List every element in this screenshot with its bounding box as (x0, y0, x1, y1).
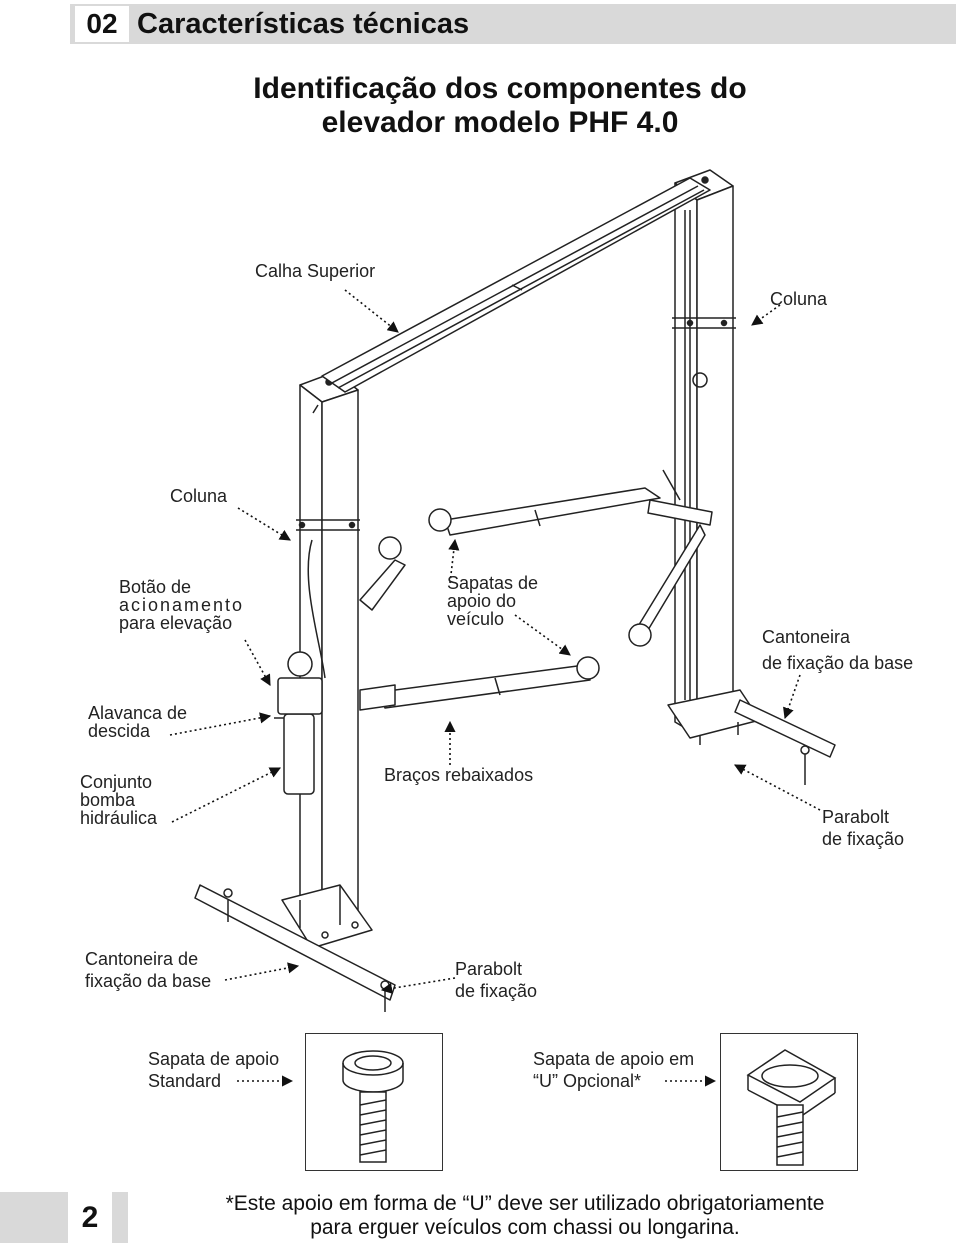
label-base-angle-right: Cantoneira de fixação da base (762, 628, 913, 672)
label-release-lever-line-1: Alavanca de (88, 703, 188, 723)
standard-pad-frame (305, 1033, 443, 1171)
label-standard-pad: Sapata de apoio Standard (148, 1050, 279, 1090)
page-title-line-1: Identificação dos componentes do (253, 72, 747, 105)
label-base-angle-left-line-1: Cantoneira de (85, 949, 199, 969)
label-anchor-right-line-2: de fixação (822, 829, 905, 849)
top-rail (321, 177, 711, 393)
label-u-pad-line-2: “U” Opcional* (533, 1071, 642, 1091)
hydraulic-pump (274, 539, 326, 795)
label-vehicle-pads: Sapatas de apoio do veículo (447, 574, 538, 628)
label-low-arms: Braços rebaixados (384, 765, 534, 785)
label-column-left: Coluna (170, 486, 228, 506)
standard-pad-drawing (342, 1050, 404, 1163)
label-vehicle-pads-line-3: veículo (447, 609, 505, 629)
left-base-plate (281, 884, 373, 949)
u-pad-drawing (746, 1049, 837, 1166)
label-anchor-right-line-1: Parabolt (822, 807, 890, 827)
label-top-rail: Calha Superior (255, 261, 376, 281)
label-vehicle-pads-line-2: apoio do (447, 591, 517, 611)
label-lift-button-line-1: Botão de (119, 577, 192, 597)
label-hydraulic-pump-line-3: hidráulica (80, 808, 158, 828)
label-anchor-left-line-2: de fixação (455, 981, 538, 1001)
label-vehicle-pads-line-1: Sapatas de (447, 573, 539, 593)
label-column-right: Coluna (770, 289, 828, 309)
section-title: Características técnicas (137, 8, 470, 40)
label-hydraulic-pump-line-1: Conjunto (80, 772, 153, 792)
lower-arms (359, 536, 600, 711)
footnote: *Este apoio em forma de “U” deve ser uti… (200, 1192, 850, 1240)
label-base-angle-right-line-1: Cantoneira (762, 627, 851, 647)
leader-lines (169, 289, 821, 1087)
label-lift-button: Botão de acionamento para elevação (119, 578, 244, 632)
label-anchor-right: Parabolt de fixação (822, 808, 904, 848)
label-u-pad: Sapata de apoio em “U” Opcional* (533, 1050, 694, 1090)
label-standard-pad-line-1: Sapata de apoio (148, 1049, 280, 1069)
label-lift-button-line-2: acionamento (119, 595, 245, 615)
section-number: 02 (75, 6, 129, 42)
label-release-lever-line-2: descida (88, 721, 151, 741)
label-base-angle-left-line-2: fixação da base (85, 971, 212, 991)
page-title: Identificação dos componentes do elevado… (200, 72, 800, 140)
label-release-lever: Alavanca de descida (88, 704, 187, 740)
label-u-pad-line-1: Sapata de apoio em (533, 1049, 695, 1069)
label-base-angle-right-line-2: de fixação da base (762, 653, 914, 673)
label-lift-button-line-3: para elevação (119, 613, 233, 633)
right-column (672, 169, 736, 736)
upper-arms (428, 469, 713, 647)
u-pad-frame (720, 1033, 858, 1171)
label-hydraulic-pump-line-2: bomba (80, 790, 136, 810)
label-standard-pad-line-2: Standard (148, 1071, 222, 1091)
page-number: 2 (68, 1192, 112, 1243)
footnote-line-1: *Este apoio em forma de “U” deve ser uti… (225, 1192, 825, 1215)
page-title-line-2: elevador modelo PHF 4.0 (321, 106, 679, 139)
right-base-angle (734, 699, 836, 785)
footnote-line-2: para erguer veículos com chassi ou longa… (310, 1216, 740, 1239)
label-hydraulic-pump: Conjunto bomba hidráulica (80, 773, 157, 827)
label-base-angle-left: Cantoneira de fixação da base (85, 950, 211, 990)
label-anchor-left: Parabolt de fixação (455, 960, 537, 1000)
section-header-bar (70, 4, 956, 44)
label-anchor-left-line-1: Parabolt (455, 959, 523, 979)
